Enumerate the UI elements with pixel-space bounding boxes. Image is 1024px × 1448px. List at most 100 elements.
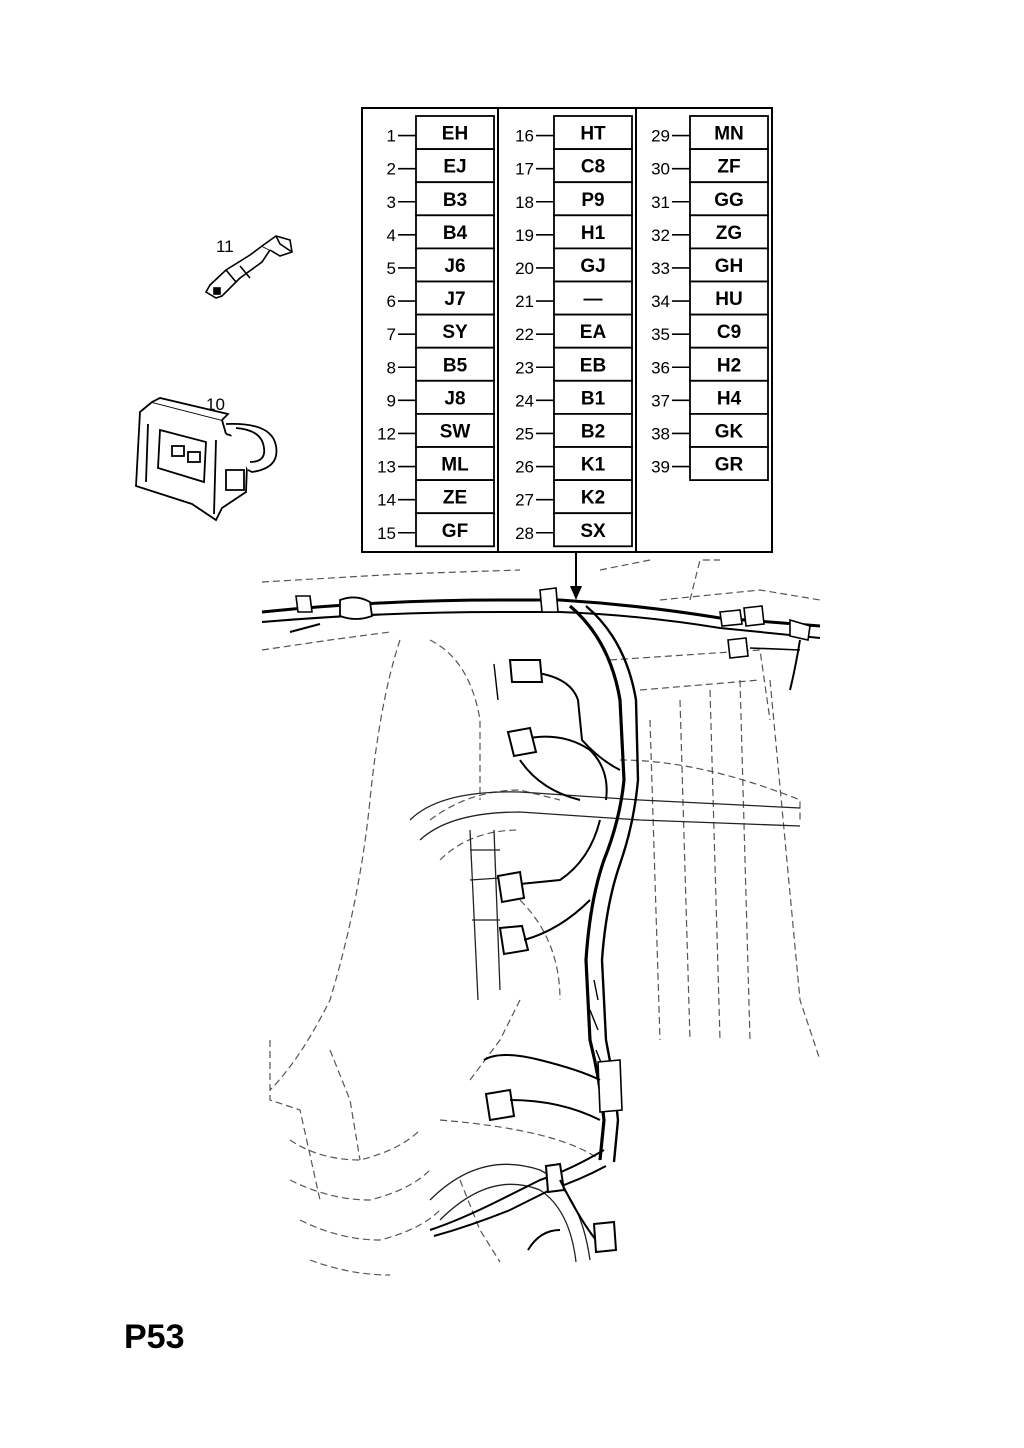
pin-code: H4	[717, 388, 742, 409]
pin-code-box	[689, 313, 769, 349]
pin-code-box	[415, 479, 495, 515]
pin-code: K2	[581, 488, 605, 509]
pin-code-box	[553, 512, 633, 548]
pin-code: J7	[444, 289, 465, 310]
pin-number: 9	[387, 391, 396, 410]
pin-code: GR	[715, 455, 744, 476]
pin-code: HU	[715, 289, 742, 310]
pin-number: 30	[651, 160, 670, 179]
pin-code: SY	[442, 322, 468, 343]
pin-code-box	[553, 412, 633, 448]
pin-row: 19 H1	[515, 214, 633, 250]
pin-number: 1	[387, 127, 396, 146]
pin-code: H1	[581, 223, 606, 244]
pin-code: GK	[715, 421, 744, 442]
pin-code-box	[415, 214, 495, 250]
pin-code: SX	[580, 521, 606, 542]
pin-code-box	[415, 412, 495, 448]
pin-code-box	[553, 115, 633, 150]
pin-row: 21 —	[515, 280, 633, 316]
pin-number: 15	[377, 524, 396, 543]
pin-code: K1	[581, 455, 606, 476]
pin-code: ZE	[443, 488, 467, 509]
pin-number: 3	[387, 193, 396, 212]
engine-bay-illustration	[261, 559, 821, 1276]
pin-code: GJ	[580, 256, 605, 277]
pin-code: EA	[580, 322, 607, 343]
pin-number: 16	[515, 127, 534, 146]
pin-number: 21	[515, 292, 534, 311]
pin-row: 16 HT	[515, 115, 633, 150]
pin-code: B1	[581, 388, 606, 409]
pin-code: HT	[580, 124, 606, 145]
pin-code: ZG	[716, 223, 742, 244]
pin-code: ZF	[717, 157, 740, 178]
pin-code: —	[584, 289, 603, 310]
pin-number: 26	[515, 458, 534, 477]
pin-code-box	[689, 346, 769, 382]
pin-code-box	[553, 446, 633, 481]
pin-code-box	[415, 280, 495, 316]
pin-number: 12	[377, 424, 396, 443]
pin-number: 22	[515, 325, 534, 344]
pin-code: B3	[443, 190, 467, 211]
pin-number: 32	[651, 226, 670, 245]
pin-code: EJ	[443, 157, 466, 178]
pin-code: GF	[442, 521, 468, 542]
pin-number: 14	[377, 491, 396, 510]
pin-code: MN	[714, 124, 744, 145]
pin-row: 15 GF	[377, 512, 495, 548]
pin-code: H2	[717, 355, 741, 376]
pin-number: 23	[515, 358, 534, 377]
pin-code-box	[415, 247, 495, 283]
pin-code: EB	[580, 355, 606, 376]
pin-code-box	[689, 181, 769, 217]
pin-code-box	[415, 148, 495, 184]
pin-code-box	[415, 379, 495, 415]
pin-code: C8	[581, 157, 605, 178]
pin-number: 13	[377, 458, 396, 477]
pin-code-box	[415, 512, 495, 548]
pin-number: 34	[651, 292, 670, 311]
pin-number: 27	[515, 491, 534, 510]
pin-row: 35 C9	[651, 313, 769, 349]
pin-row: 20 GJ	[515, 247, 633, 283]
table-leader-arrow	[570, 552, 582, 600]
callout-11: 11	[216, 237, 234, 256]
pin-code-box	[553, 148, 633, 184]
pin-row: 3 B3	[387, 181, 495, 217]
pin-number: 28	[515, 524, 534, 543]
pin-row: 36 H2	[651, 346, 769, 382]
pin-code: SW	[440, 421, 471, 442]
pin-number: 7	[387, 325, 396, 344]
pin-code-box	[553, 379, 633, 415]
pin-row: 26 K1	[515, 446, 633, 481]
pin-number: 19	[515, 226, 534, 245]
pin-number: 36	[651, 358, 670, 377]
pin-number: 20	[515, 259, 534, 278]
pin-number: 31	[651, 193, 670, 212]
pin-code: C9	[717, 322, 741, 343]
pin-code-box	[553, 479, 633, 515]
pin-code-box	[415, 115, 495, 150]
pin-row: 12 SW	[377, 412, 495, 448]
pin-number: 25	[515, 424, 534, 443]
pin-code: B2	[581, 421, 605, 442]
pin-number: 5	[387, 259, 396, 278]
pin-code-box	[689, 115, 769, 150]
harness-trunk-horizontal	[261, 587, 821, 691]
pin-number: 35	[651, 325, 670, 344]
